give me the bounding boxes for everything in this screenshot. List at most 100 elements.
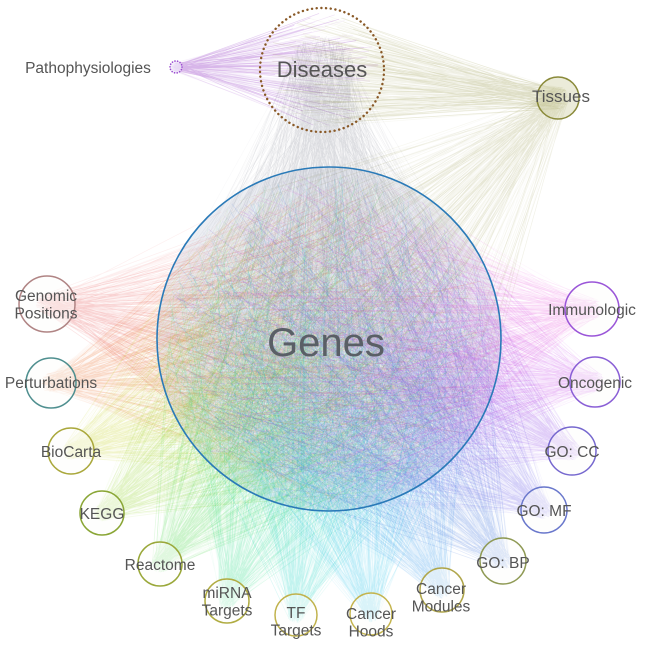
node-label-line: BioCarta — [41, 444, 102, 461]
edge-bundle-biocarta-genes — [62, 182, 489, 496]
edge-bundle-go-bp-genes — [188, 179, 512, 569]
node-label-line: Genomic — [15, 288, 77, 305]
node-label-line: Positions — [15, 306, 78, 323]
edge-bundle-genomic-positions-genes — [35, 186, 488, 505]
edge-bundle-tf-targets-genes — [176, 174, 495, 624]
node-label-oncogenic: Oncogenic — [558, 375, 632, 392]
edge-bundle-tissues-diseases — [264, 20, 569, 123]
node-perturbations[interactable] — [25, 357, 77, 409]
node-label-line: GO: MF — [516, 503, 571, 520]
node-fill-genes — [157, 167, 501, 511]
node-label-go-cc: GO: CC — [544, 444, 599, 461]
node-label-biocarta: BioCarta — [41, 444, 102, 461]
node-label-line: Cancer — [346, 606, 396, 623]
node-label-reactome: Reactome — [125, 557, 196, 574]
edge-bundle-biocarta-genes — [61, 175, 493, 494]
node-label-diseases: Diseases — [277, 57, 367, 82]
node-label-line: Genes — [267, 321, 385, 365]
node-label-line: Oncogenic — [558, 375, 632, 392]
edge-bundle-go-cc-genes — [172, 202, 581, 474]
edge-bundle-oncogenic-genes — [180, 174, 604, 489]
node-label-line: miRNA — [202, 585, 252, 602]
node-label-perturbations: Perturbations — [5, 375, 97, 392]
node-reactome[interactable] — [137, 541, 183, 587]
node-cancer-modules[interactable] — [419, 567, 465, 613]
node-mirna-targets[interactable] — [204, 578, 250, 624]
node-label-line: Cancer — [416, 581, 466, 598]
node-go-bp[interactable] — [479, 537, 527, 585]
edge-bundle-diseases-genes — [167, 37, 486, 505]
edge-bundle-biocarta-genes — [63, 194, 481, 488]
edge-bundle-immunologic-genes — [166, 175, 603, 501]
node-immunologic[interactable] — [564, 281, 620, 337]
node-go-cc[interactable] — [547, 426, 597, 476]
edge-bundle-tf-targets-genes — [190, 174, 489, 624]
edge-layer — [35, 13, 605, 624]
edge-bundle-genomic-positions-genes — [36, 181, 488, 504]
edge-bundle-mirna-targets-genes — [173, 176, 493, 609]
edge-bundle-reactome-genes — [151, 191, 480, 573]
edge-bundle-pathophysiologies-diseases — [171, 20, 378, 120]
node-pathophysiologies[interactable] — [169, 60, 183, 74]
node-label-line: KEGG — [80, 506, 125, 523]
edge-bundle-cancer-hoods-genes — [167, 177, 469, 623]
node-cancer-hoods[interactable] — [349, 592, 393, 636]
node-label-line: Targets — [202, 603, 253, 620]
node-diseases[interactable] — [258, 6, 386, 134]
node-label-line: Immunologic — [548, 302, 636, 319]
edge-bundle-perturbations-genes — [41, 176, 486, 485]
node-label-line: Perturbations — [5, 375, 97, 392]
edge-bundle-diseases-genes — [184, 36, 488, 504]
node-label-line: Targets — [271, 623, 322, 640]
edge-bundle-kegg-genes — [93, 187, 493, 522]
edge-bundle-genomic-positions-genes — [36, 227, 484, 497]
edge-bundle-tissues-genes — [173, 86, 570, 495]
node-oncogenic[interactable] — [569, 356, 621, 408]
node-genomic-positions[interactable] — [18, 275, 76, 333]
edge-bundle-go-bp-genes — [174, 188, 512, 570]
node-label-line: Diseases — [277, 57, 367, 82]
node-fill-diseases — [260, 8, 384, 132]
node-tf-targets[interactable] — [274, 593, 318, 637]
node-label-genes: Genes — [267, 321, 385, 365]
node-label-immunologic: Immunologic — [548, 302, 636, 319]
node-kegg[interactable] — [79, 490, 125, 536]
node-label-pathophysiologies: Pathophysiologies — [25, 60, 151, 77]
node-layer — [18, 6, 621, 637]
node-genes[interactable] — [156, 166, 502, 512]
node-label-line: GO: BP — [476, 555, 529, 572]
node-label-line: Reactome — [125, 557, 196, 574]
label-layer: Genes Diseases PathophysiologiesTissuesGen… — [5, 57, 636, 641]
node-label-line: Pathophysiologies — [25, 60, 151, 77]
edge-bundle-go-mf-genes — [178, 187, 553, 519]
big-node-fill-layer — [157, 8, 501, 511]
edge-bundle-tissues-diseases — [272, 17, 570, 124]
node-label-line: Modules — [412, 599, 471, 616]
node-label-line: Tissues — [532, 87, 590, 106]
node-label-line: TF — [287, 605, 306, 622]
edge-bundle-mirna-targets-genes — [168, 182, 493, 609]
edge-bundle-go-mf-genes — [168, 173, 553, 520]
node-biocarta[interactable] — [47, 427, 95, 475]
edge-bundle-pathophysiologies-diseases — [171, 13, 379, 126]
node-label-line: Hoods — [349, 624, 394, 641]
edge-bundle-immunologic-genes — [172, 180, 603, 494]
edge-bundle-perturbations-genes — [41, 191, 482, 499]
node-label-tissues: Tissues — [532, 87, 590, 106]
edge-bundle-go-bp-genes — [172, 180, 513, 570]
node-label-go-bp: GO: BP — [476, 555, 529, 572]
node-label-line: GO: CC — [544, 444, 599, 461]
edge-bundle-reactome-genes — [150, 177, 483, 573]
edge-bundle-tissues-diseases — [266, 16, 570, 128]
node-tissues[interactable] — [536, 76, 580, 120]
node-go-mf[interactable] — [520, 486, 568, 534]
edge-bundle-reactome-genes — [151, 178, 495, 573]
edge-bundle-tf-targets-genes — [166, 182, 480, 623]
node-label-kegg: KEGG — [80, 506, 125, 523]
